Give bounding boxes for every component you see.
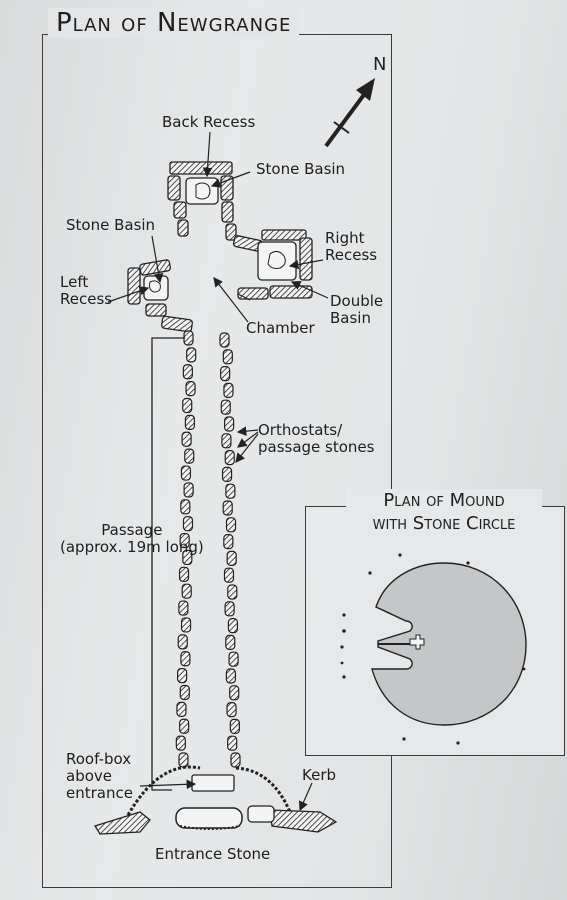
passage-stone [186, 347, 197, 363]
passage-stone [181, 583, 192, 599]
passage-stone [221, 433, 232, 449]
passage-stone [178, 600, 189, 616]
passage-stone [180, 617, 192, 633]
north-label: N [373, 54, 386, 75]
passage-stone [229, 685, 240, 701]
passage-stone [229, 718, 240, 735]
mound-chamber [409, 634, 425, 650]
passage-stone [181, 431, 192, 447]
passage-stone [227, 735, 238, 751]
page-title: Plan of Newgrange [48, 8, 300, 38]
label-left-recess: Left Recess [60, 273, 113, 308]
passage-stone [227, 584, 238, 600]
inset-title: Plan of Mound with Stone Circle [346, 489, 542, 535]
passage-stone [178, 566, 190, 582]
label-right-recess: Right Recess [325, 229, 378, 264]
passage-stone [180, 651, 191, 667]
label-orthostats: Orthostats/ passage stones [258, 421, 375, 456]
back-recess-stones [167, 161, 237, 241]
passage-stone [222, 349, 233, 365]
label-stone-basin-left: Stone Basin [66, 216, 156, 234]
north-arrow-icon [324, 78, 375, 148]
passage-stone [184, 414, 195, 430]
mound-drawing [340, 553, 527, 745]
passage-stone [182, 397, 193, 414]
passage-stone [225, 483, 236, 499]
passage-stone [226, 550, 237, 567]
inset-mound-plan: Plan of Mound with Stone Circle [305, 489, 565, 756]
passage-stone [183, 330, 194, 346]
passage-stone [221, 466, 233, 482]
label-back-recess: Back Recess [162, 113, 256, 131]
passage-stone [225, 517, 237, 533]
passage-stone [184, 448, 195, 464]
passage-stone [180, 465, 192, 481]
passage-stone [178, 752, 189, 768]
passage-stone [180, 499, 191, 515]
mound-outline [371, 562, 527, 726]
passage-stone [225, 634, 236, 651]
label-double-basin: Double Basin [330, 292, 384, 327]
passage-stone [182, 549, 193, 566]
entrance-kerb [94, 765, 338, 835]
passage-stone [179, 532, 190, 549]
passage-stone [176, 701, 187, 717]
passage-stone [223, 533, 234, 550]
passage-stone [224, 450, 235, 466]
passage-stone [223, 382, 234, 398]
label-kerb: Kerb [302, 766, 337, 784]
left-recess-stones [127, 259, 193, 333]
passage-stone [183, 482, 194, 498]
passage-stone [220, 399, 231, 415]
label-chamber: Chamber [246, 319, 315, 337]
passage-stone [226, 701, 237, 718]
passage-stone [225, 668, 236, 684]
label-passage: Passage (approx. 19m long) [60, 521, 204, 556]
passage-stone [223, 567, 235, 583]
passage-stone [177, 667, 188, 684]
passage-stone [182, 364, 193, 380]
passage-stone [179, 718, 190, 734]
passage-stone [224, 416, 235, 432]
passage-stone [175, 735, 186, 751]
passage-stone [222, 500, 233, 516]
right-recess-stones [232, 229, 313, 300]
passage-stone [185, 381, 196, 397]
passage-stone [224, 601, 235, 617]
passage-stone [177, 634, 188, 650]
label-entrance-stone: Entrance Stone [155, 845, 271, 863]
passage-bracket [151, 337, 185, 791]
passage-stone [227, 617, 239, 634]
passage-stone [179, 684, 190, 701]
passage-stone [230, 752, 241, 768]
passage-stones [175, 330, 241, 768]
stone-circle-dots [340, 553, 526, 745]
label-stone-basin-top: Stone Basin [256, 160, 346, 178]
label-roof-box: Roof-box above entrance [66, 750, 133, 802]
passage-stone [219, 332, 230, 348]
passage-stone [228, 651, 239, 667]
passage-stone [182, 516, 194, 532]
passage-stone [220, 366, 231, 382]
